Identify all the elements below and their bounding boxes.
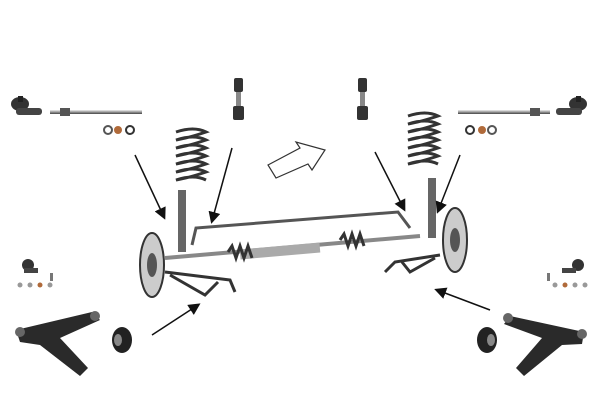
pointer-arrow-icon [435,154,461,214]
pointer-arrows [134,147,491,336]
ball-joint-right [547,259,588,288]
lower-arm-right-assembled [383,253,441,274]
stabilizer-bar [190,210,412,246]
spring-strut-left [175,127,210,252]
pointer-arrow-icon [151,303,201,336]
wheel-hub-right [442,207,468,273]
tie-rod-end-left [11,96,42,115]
ball-joint-left [17,259,53,288]
wheel-hub-left [139,232,165,298]
pointer-arrow-icon [374,151,406,212]
stabilizer-link-left [233,78,244,120]
spring-strut-right [407,111,442,238]
tie-rod-end-right [556,96,587,115]
steering-rack [164,229,421,263]
pointer-arrow-icon [134,154,166,220]
bushing-left [112,327,132,353]
bushing-right [477,327,497,353]
stabilizer-link-right [357,78,368,120]
lower-arm-left-assembled [164,270,237,297]
control-arm-right [503,313,587,376]
pointer-arrow-icon [208,147,233,224]
tie-rod-right [458,108,550,135]
direction-arrow-icon [267,140,326,179]
pointer-arrow-icon [434,287,491,311]
tie-rod-left [50,108,142,135]
control-arm-left [15,311,100,376]
